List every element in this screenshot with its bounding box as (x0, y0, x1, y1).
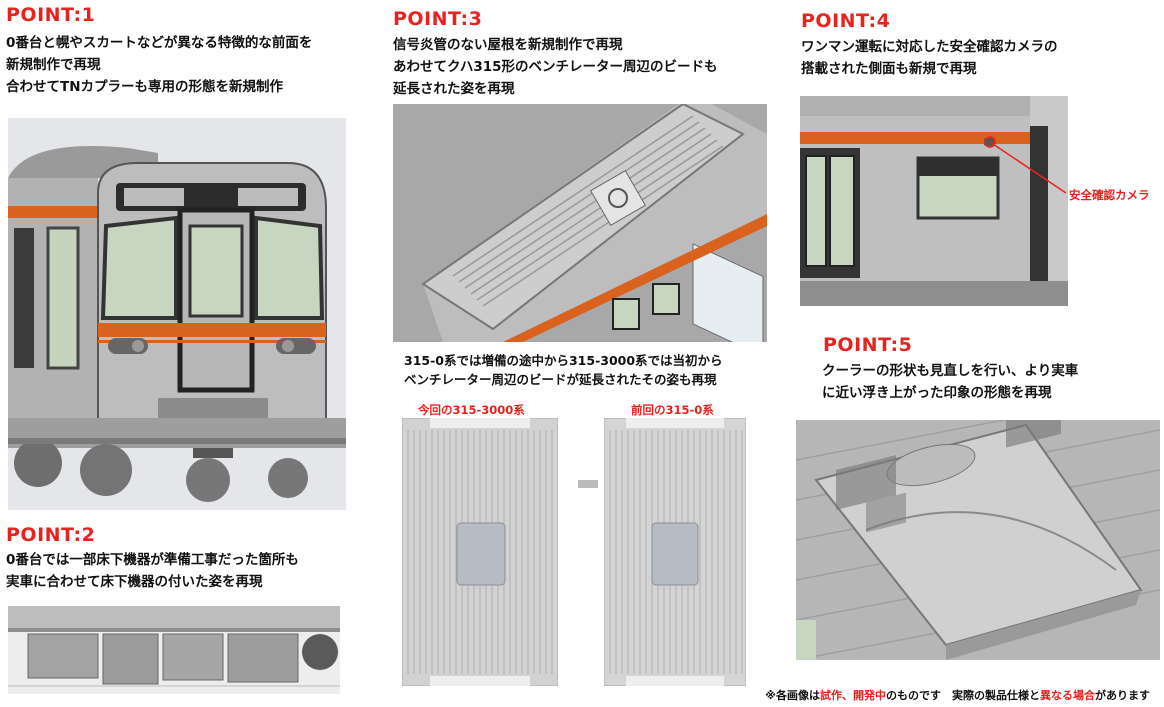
point5-description: クーラーの形状も見直しを行い、より実車 に近い浮き上がった印象の形態を再現 (822, 360, 1078, 404)
point4-line-1: ワンマン運転に対応した安全確認カメラの (801, 39, 1058, 55)
coupler-connector (578, 480, 598, 488)
point3-caption-line-2: ベンチレーター周辺のビードが延長されたその姿も再現 (404, 372, 717, 387)
point3-line-1: 信号炎管のない屋根を新規制作で再現 (393, 37, 623, 53)
point3-description: 信号炎管のない屋根を新規制作で再現 あわせてクハ315形のベンチレーター周辺のビ… (393, 34, 718, 100)
point5-cooler-render (796, 420, 1160, 660)
point2-line-1: 0番台では一部床下機器が準備工事だった箇所も (6, 552, 299, 568)
point3-caption: 315-0系では増備の途中から315-3000系では当初から ベンチレーター周辺… (404, 351, 723, 389)
point5-line-2: に近い浮き上がった印象の形態を再現 (822, 385, 1052, 401)
footer-middle: のものです 実際の製品仕様と (886, 689, 1040, 702)
compare-roof-new (402, 418, 558, 686)
point5-title: POINT:5 (823, 334, 913, 356)
footer-highlight-differ: 異なる場合 (1040, 689, 1095, 702)
footer-highlight-prototype: 試作、開発中 (820, 689, 886, 702)
point3-caption-line-1: 315-0系では増備の途中から315-3000系では当初から (404, 353, 723, 368)
point1-description: 0番台と幌やスカートなどが異なる特徴的な前面を 新規制作で再現 合わせてTNカプ… (6, 32, 312, 98)
footer-prefix: ※各画像は (765, 689, 820, 702)
point4-description: ワンマン運転に対応した安全確認カメラの 搭載された側面も新規で再現 (801, 36, 1058, 80)
point2-title: POINT:2 (6, 524, 96, 546)
point2-underfloor-render (8, 606, 340, 694)
point1-line-2: 新規制作で再現 (6, 57, 101, 73)
compare-label-old: 前回の315-0系 (631, 403, 714, 417)
footer-suffix: があります (1095, 689, 1150, 702)
point2-description: 0番台では一部床下機器が準備工事だった箇所も 実車に合わせて床下機器の付いた姿を… (6, 549, 299, 593)
point2-line-2: 実車に合わせて床下機器の付いた姿を再現 (6, 574, 263, 590)
camera-callout-label: 安全確認カメラ (1069, 188, 1150, 202)
point1-front-render (8, 118, 346, 510)
point3-title: POINT:3 (393, 8, 483, 30)
footer-disclaimer: ※各画像は試作、開発中のものです 実際の製品仕様と異なる場合があります (765, 687, 1150, 703)
point3-line-2: あわせてクハ315形のベンチレーター周辺のビードも (393, 59, 718, 75)
point1-line-3: 合わせてTNカプラーも専用の形態を新規制作 (6, 79, 284, 95)
point1-title: POINT:1 (6, 4, 96, 26)
compare-label-new: 今回の315-3000系 (418, 403, 525, 417)
point1-line-1: 0番台と幌やスカートなどが異なる特徴的な前面を (6, 35, 313, 51)
point3-roof-render (393, 104, 767, 342)
point3-line-3: 延長された姿を再現 (393, 81, 515, 97)
point4-line-2: 搭載された側面も新規で再現 (801, 61, 977, 77)
compare-roof-old (604, 418, 746, 686)
point4-title: POINT:4 (801, 10, 891, 32)
point5-line-1: クーラーの形状も見直しを行い、より実車 (822, 363, 1079, 379)
